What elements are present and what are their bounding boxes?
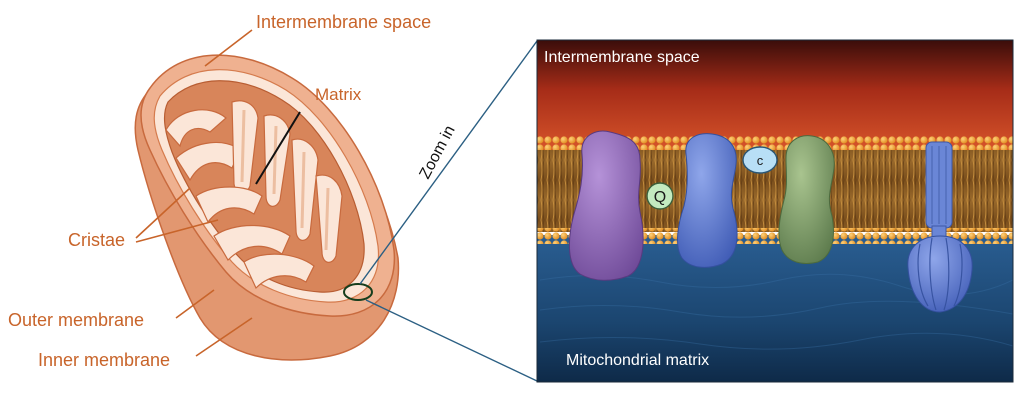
label-intermembrane-space: Intermembrane space [256, 12, 431, 32]
cristae-folds [165, 100, 343, 290]
pointer-outer [175, 289, 215, 319]
complex-i-protein [568, 130, 644, 281]
label-zoom-in: Zoom in [417, 123, 459, 182]
zoom-lines [359, 40, 538, 382]
atp-synthase [907, 141, 973, 313]
matrix-region [163, 80, 365, 293]
pointer-cristae-2 [135, 219, 219, 243]
intermembrane-space-region [537, 40, 1013, 150]
zoom-panel: Q c Intermembrane space Mitochondrial ma… [537, 40, 1013, 382]
pointer-intermembrane [204, 29, 253, 67]
label-matrix: Matrix [315, 85, 362, 104]
label-inner-membrane: Inner membrane [38, 350, 170, 370]
complex-iii-protein [677, 133, 738, 268]
label-pointers [135, 29, 253, 357]
panel-label-intermembrane: Intermembrane space [544, 49, 700, 66]
zoom-panel-border [536, 39, 1014, 383]
ubiquinone-label: Q [654, 189, 666, 206]
cytochrome-c: c [742, 146, 778, 174]
pointer-matrix [255, 111, 301, 185]
panel-label-matrix: Mitochondrial matrix [566, 352, 709, 369]
crista-shading [240, 109, 330, 251]
cytochrome-c-label: c [757, 153, 764, 168]
label-outer-membrane: Outer membrane [8, 310, 144, 330]
pointer-inner [195, 317, 253, 357]
ubiquinone-q: Q [646, 182, 674, 210]
mitochondrion-illustration [134, 54, 400, 361]
label-cristae: Cristae [68, 230, 125, 250]
complex-iv-protein [778, 135, 835, 264]
pointer-cristae-1 [135, 187, 191, 239]
zoom-target-circle [343, 283, 373, 301]
